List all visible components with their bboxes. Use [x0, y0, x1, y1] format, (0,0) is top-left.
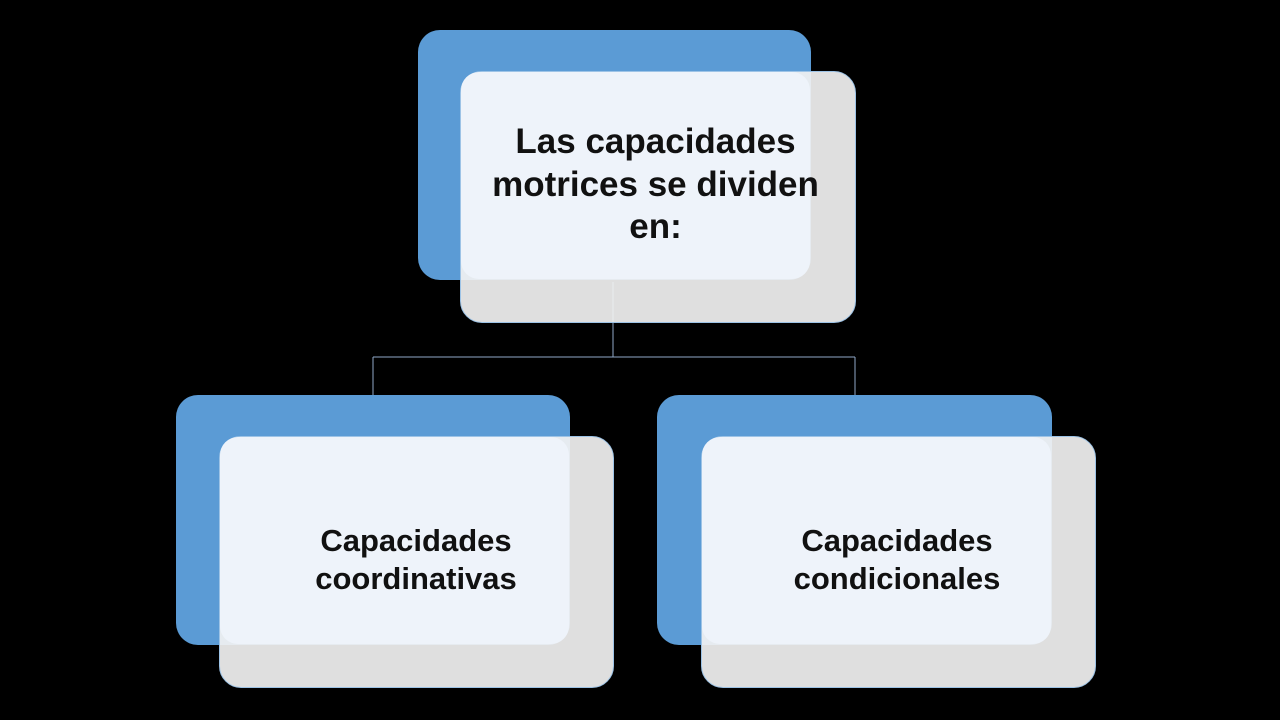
child-node-coordinativas-overlap	[220, 437, 569, 644]
root-node-overlap	[461, 72, 810, 279]
root-node: Las capacidades motrices se dividen en:	[418, 30, 856, 323]
child-node-condicionales-label: Capacidades condicionales	[793, 523, 1001, 596]
child-node-condicionales-overlap	[702, 437, 1051, 644]
child-node-coordinativas: Capacidades coordinativas	[176, 395, 614, 688]
child-node-coordinativas-label: Capacidades coordinativas	[315, 523, 517, 596]
child-node-condicionales: Capacidades condicionales	[657, 395, 1096, 688]
root-node-label: Las capacidades motrices se dividen en:	[492, 121, 819, 247]
